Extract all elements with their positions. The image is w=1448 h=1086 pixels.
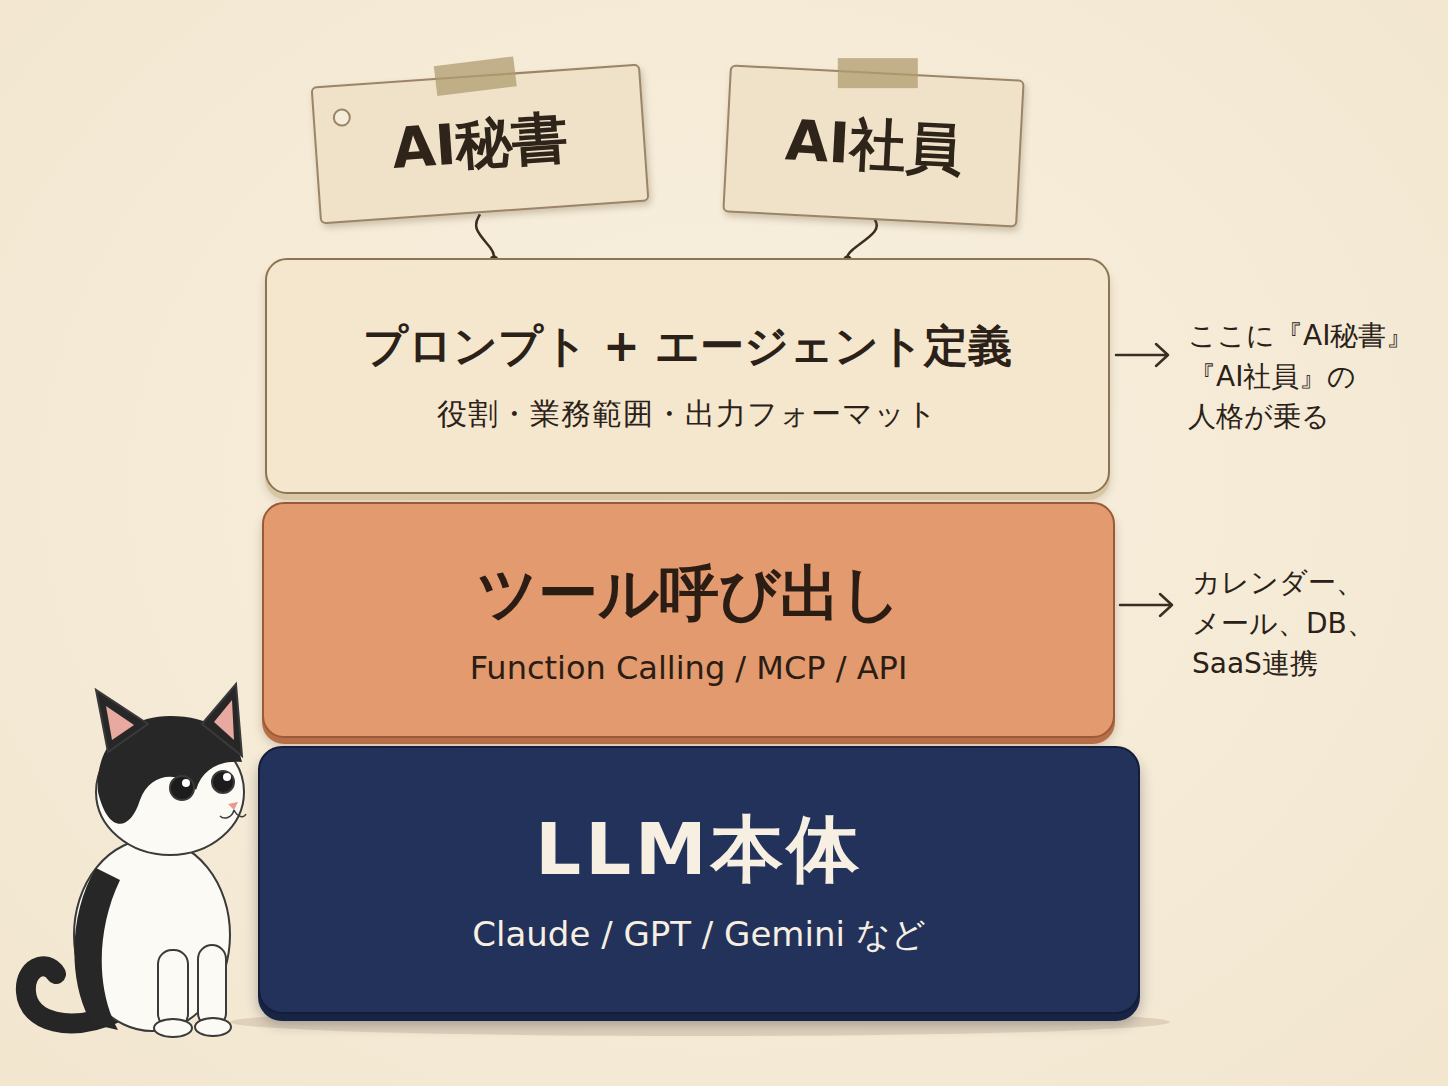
tag-string [848,218,877,258]
node-title: LLM本体 [535,802,862,898]
stack-layer-box: ツール呼び出し Function Calling / MCP / API [262,502,1115,738]
node-title: AI秘書 [389,100,570,188]
node-title: AI社員 [784,103,964,188]
side-note: ここに『AI秘書』 『AI社員』の 人格が乗る [1188,316,1438,438]
tag-string [476,214,494,258]
tag-card: AI秘書 [311,64,650,225]
stack-layer-box: プロンプト + エージェント定義役割・業務範囲・出力フォーマット [265,258,1110,494]
side-note: カレンダー、 メール、DB、 SaaS連携 [1192,563,1392,685]
stack-layer-box: LLM本体 Claude / GPT / Gemini など [258,746,1140,1014]
node-subtitle: Claude / GPT / Gemini など [472,912,925,958]
tag-card: AI社員 [722,64,1024,227]
leader-arrow [1116,344,1168,366]
node-subtitle: Function Calling / MCP / API [470,649,908,687]
leader-arrows [1116,344,1172,616]
node-subtitle: 役割・業務範囲・出力フォーマット [437,394,938,435]
leader-arrow [1120,594,1172,616]
cat-illustration [26,684,246,1037]
node-title: ツール呼び出し [477,554,901,635]
node-title: プロンプト + エージェント定義 [363,317,1013,376]
tag-hole [332,108,351,127]
